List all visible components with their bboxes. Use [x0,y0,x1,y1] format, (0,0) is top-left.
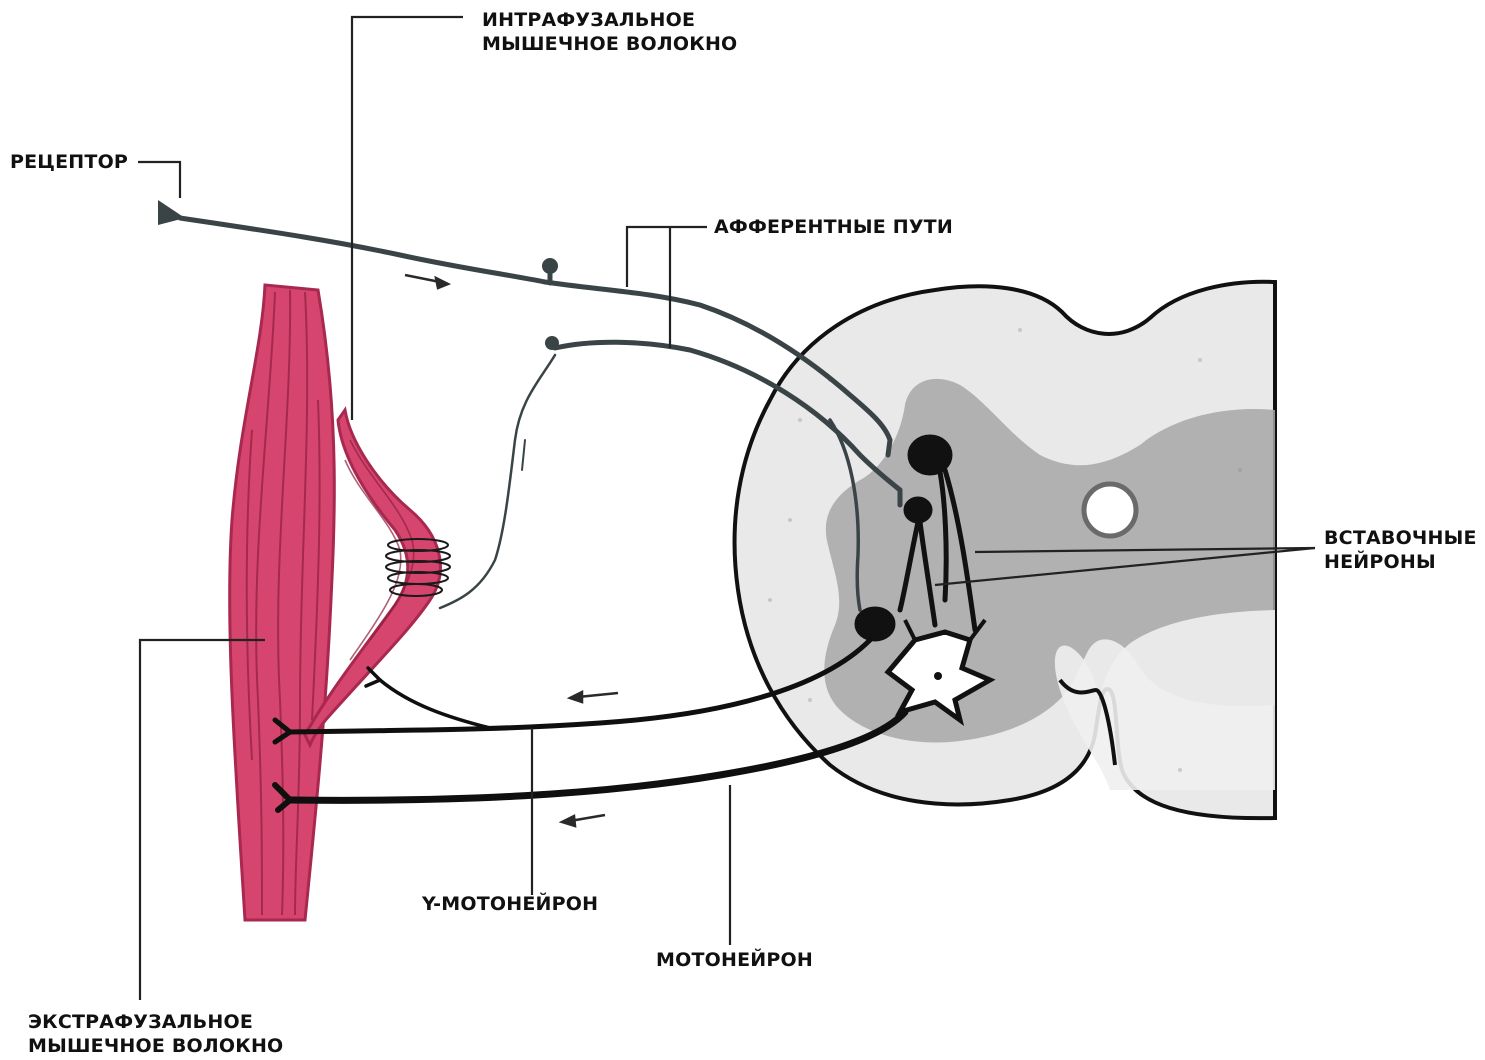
label-intrafusal-line1: ИНТРАФУЗАЛЬНОЕ [482,8,737,32]
receptor-ending [158,200,185,225]
extrafusal-muscle-fiber [230,285,335,920]
label-interneurons-line1: ВСТАВОЧНЫЕ [1324,526,1477,550]
leader-afferent [627,227,707,287]
label-gamma-motoneuron: Y-МОТОНЕЙРОН [422,892,598,916]
label-receptor: РЕЦЕПТОР [10,150,128,174]
leader-receptor [138,162,180,198]
label-afferent-text: АФФЕРЕНТНЫЕ ПУТИ [714,215,953,239]
label-intrafusal-line2: МЫШЕЧНОЕ ВОЛОКНО [482,32,737,56]
label-gamma-motoneuron-text: Y-МОТОНЕЙРОН [422,892,598,916]
label-motoneuron-text: МОТОНЕЙРОН [656,948,813,972]
spinal-ganglion-lower [545,336,559,350]
leader-intrafusal [352,17,463,420]
label-motoneuron: МОТОНЕЙРОН [656,948,813,972]
label-intrafusal-fiber: ИНТРАФУЗАЛЬНОЕ МЫШЕЧНОЕ ВОЛОКНО [482,8,737,56]
afferent-branch-intrafusal [440,355,555,608]
label-afferent-paths: АФФЕРЕНТНЫЕ ПУТИ [714,215,953,239]
interneuron-middle [904,497,932,523]
label-interneurons-line2: НЕЙРОНЫ [1324,550,1477,574]
label-interneurons: ВСТАВОЧНЫЕ НЕЙРОНЫ [1324,526,1477,574]
gamma-motoneuron-body [855,607,895,641]
gamma-to-intrafusal [380,680,490,728]
label-receptor-text: РЕЦЕПТОР [10,150,128,174]
label-extrafusal-line2: МЫШЕЧНОЕ ВОЛОКНО [28,1034,283,1058]
label-extrafusal-fiber: ЭКСТРАФУЗАЛЬНОЕ МЫШЕЧНОЕ ВОЛОКНО [28,1010,283,1058]
label-extrafusal-line1: ЭКСТРАФУЗАЛЬНОЕ [28,1010,283,1034]
central-canal [1084,484,1136,536]
